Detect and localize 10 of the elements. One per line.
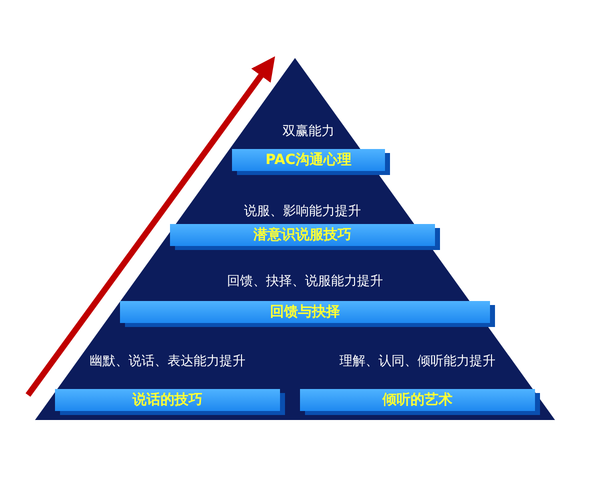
- tier-heading: 说服、影响能力提升: [243, 203, 362, 221]
- tier-heading: 双赢能力: [282, 123, 336, 141]
- tier-slab: 回馈与抉择: [120, 301, 490, 323]
- tier-slab: 说话的技巧: [55, 389, 280, 411]
- tier-slab: PAC沟通心理: [232, 149, 385, 171]
- tier-heading: 回馈、抉择、说服能力提升: [226, 273, 384, 291]
- tier-slab: 潜意识说服技巧: [170, 224, 435, 246]
- tier-heading: 理解、认同、倾听能力提升: [338, 353, 496, 371]
- tier-heading: 幽默、说话、表达能力提升: [88, 353, 246, 371]
- tier-slab: 倾听的艺术: [300, 389, 535, 411]
